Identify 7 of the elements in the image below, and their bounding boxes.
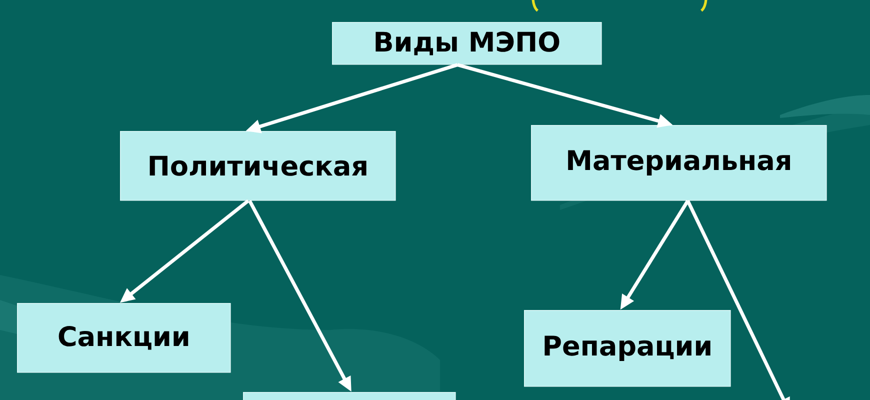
category-box: Политическая — [120, 131, 396, 201]
category-box: Виды МЭПО — [332, 22, 602, 65]
category-box: Санкции — [17, 303, 231, 373]
category-box — [243, 392, 456, 400]
category-box: Материальная — [531, 125, 827, 201]
arrow — [686, 200, 790, 400]
category-box: Репарации — [524, 310, 731, 387]
